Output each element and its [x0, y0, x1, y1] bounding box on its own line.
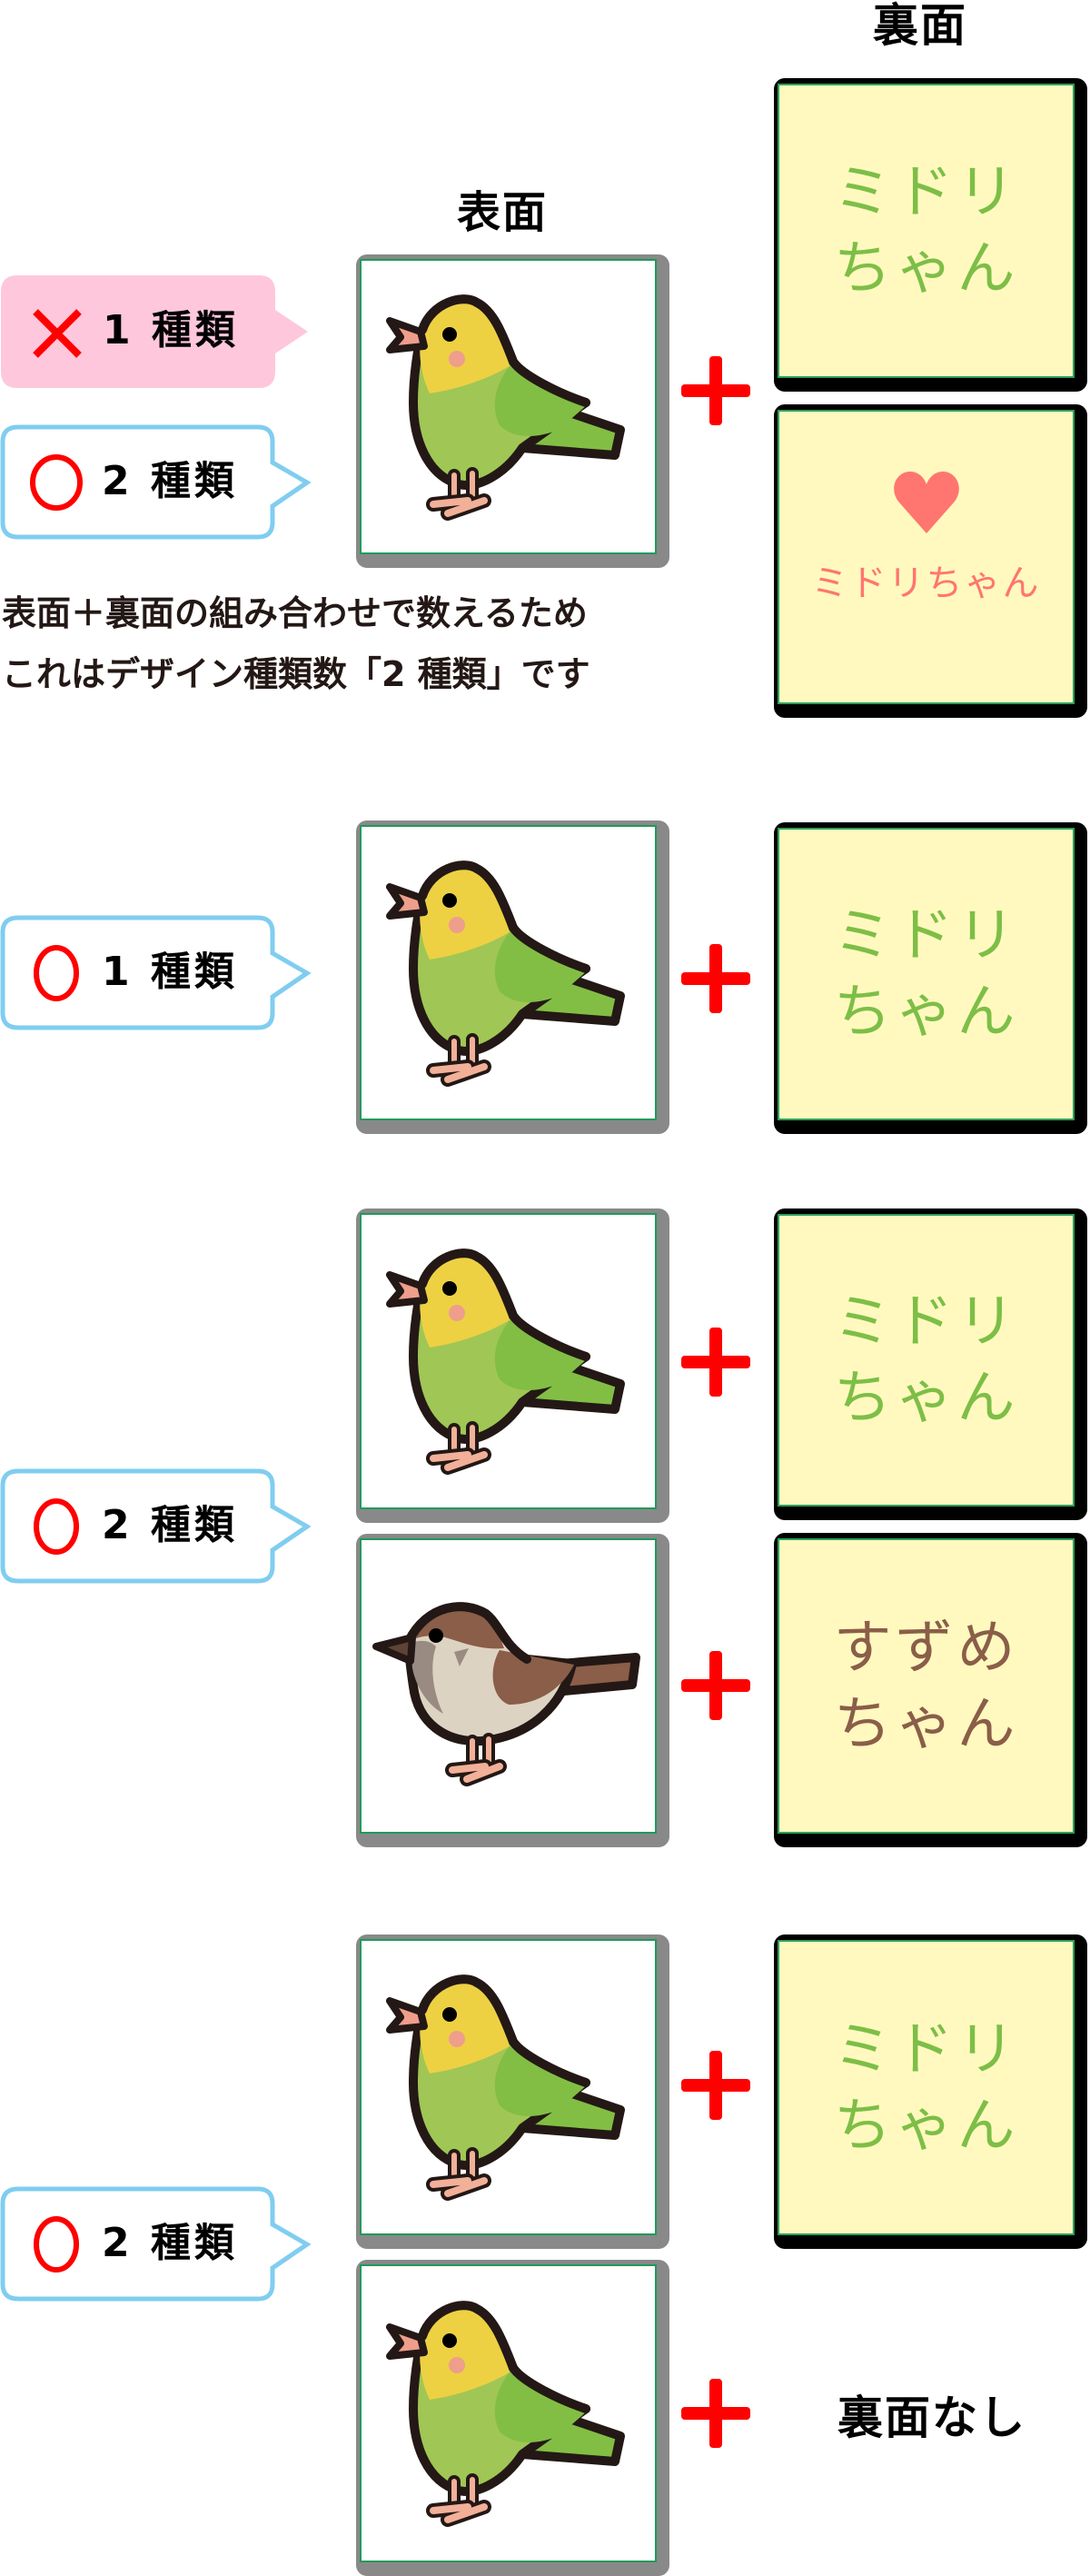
back-card-name-line-2: ちゃん — [833, 1365, 1019, 1432]
back-card-name-line-1: ミドリ — [833, 2015, 1019, 2084]
plus-icon — [681, 2051, 750, 2120]
back-card-heart: ミドリちゃん — [774, 404, 1087, 718]
bubble-label: 1 種類 — [102, 949, 238, 995]
bubble-label: 2 種類 — [102, 2220, 238, 2266]
circle-mark-icon — [34, 945, 79, 1001]
front-side-heading: 表面 — [456, 187, 549, 238]
sparrow-icon — [372, 1577, 645, 1795]
circle-mark-icon — [30, 454, 83, 511]
plus-icon — [681, 1651, 750, 1720]
green-bird-icon — [377, 1974, 640, 2201]
no-back-side-label: 裏面なし — [837, 2392, 1026, 2444]
speech-bubble-shape — [0, 2186, 312, 2302]
green-bird-icon — [377, 2300, 640, 2527]
back-card: ミドリ ちゃん — [774, 1934, 1087, 2249]
back-card: ミドリ ちゃん — [774, 822, 1087, 1134]
section-example-2: 1 種類 ミドリ ちゃん — [0, 800, 1090, 1145]
speech-bubble-shape — [0, 915, 312, 1030]
speech-bubble-shape — [0, 424, 312, 540]
back-card-name-line-2: ちゃん — [833, 235, 1019, 303]
back-card-name-line-1: ミドリ — [833, 1288, 1019, 1356]
bubble-label: 2 種類 — [102, 1502, 238, 1548]
explanation-line-1: 表面＋裏面の組み合わせで数えるため — [2, 593, 588, 633]
green-bird-icon — [377, 860, 640, 1087]
front-card — [356, 2260, 669, 2576]
green-bird-icon — [377, 1248, 640, 1475]
back-card-name-line-2: ちゃん — [833, 1690, 1019, 1758]
circle-mark-icon — [34, 1498, 79, 1555]
plus-icon — [681, 2379, 750, 2448]
back-side-heading: 裏面 — [873, 0, 967, 52]
back-card-name-line-1: ミドリ — [833, 902, 1019, 970]
speech-bubble-shape — [0, 1468, 312, 1584]
explanation-line-2: これはデザイン種類数「2 種類」です — [2, 654, 590, 694]
speech-bubble-shape — [1, 275, 308, 388]
section-example-3: 2 種類 ミドリ ちゃん すずめ ちゃん — [0, 1181, 1090, 1872]
circle-mark-icon — [34, 2216, 79, 2273]
front-card — [356, 254, 669, 568]
correct-answer-bubble: 1 種類 — [0, 915, 313, 1030]
back-card-name-line-2: ちゃん — [833, 979, 1019, 1046]
back-card-name: ミドリちゃん — [811, 562, 1041, 604]
correct-answer-bubble: 2 種類 — [0, 2186, 313, 2302]
back-card: ミドリ ちゃん — [774, 78, 1087, 392]
front-card — [356, 821, 669, 1134]
bubble-label: 1 種類 — [103, 307, 239, 353]
plus-icon — [681, 356, 750, 425]
heart-icon — [893, 472, 959, 533]
green-bird-icon — [377, 293, 640, 521]
wrong-answer-bubble: 1 種類 — [1, 275, 314, 390]
bubble-label: 2 種類 — [102, 458, 238, 504]
front-card — [356, 1934, 669, 2249]
section-example-1: 1 種類 2 種類 表面＋裏面の組み合わせで数えるため これはデザイン種類数「2… — [0, 0, 1090, 727]
front-card — [356, 1534, 669, 1847]
back-card-name-line-1: すずめ — [833, 1614, 1019, 1682]
plus-icon — [681, 944, 750, 1013]
section-example-4: 2 種類 ミドリ ちゃん 裏面なし — [0, 1908, 1090, 2576]
back-card: ミドリ ちゃん — [774, 1208, 1087, 1520]
cross-mark-icon — [33, 309, 82, 358]
correct-answer-bubble: 2 種類 — [0, 1468, 313, 1584]
correct-answer-bubble: 2 種類 — [0, 424, 313, 540]
front-card — [356, 1208, 669, 1523]
back-card: すずめ ちゃん — [774, 1533, 1087, 1847]
back-card-name-line-2: ちゃん — [833, 2092, 1019, 2160]
back-card-name-line-1: ミドリ — [833, 159, 1019, 226]
plus-icon — [681, 1328, 750, 1397]
